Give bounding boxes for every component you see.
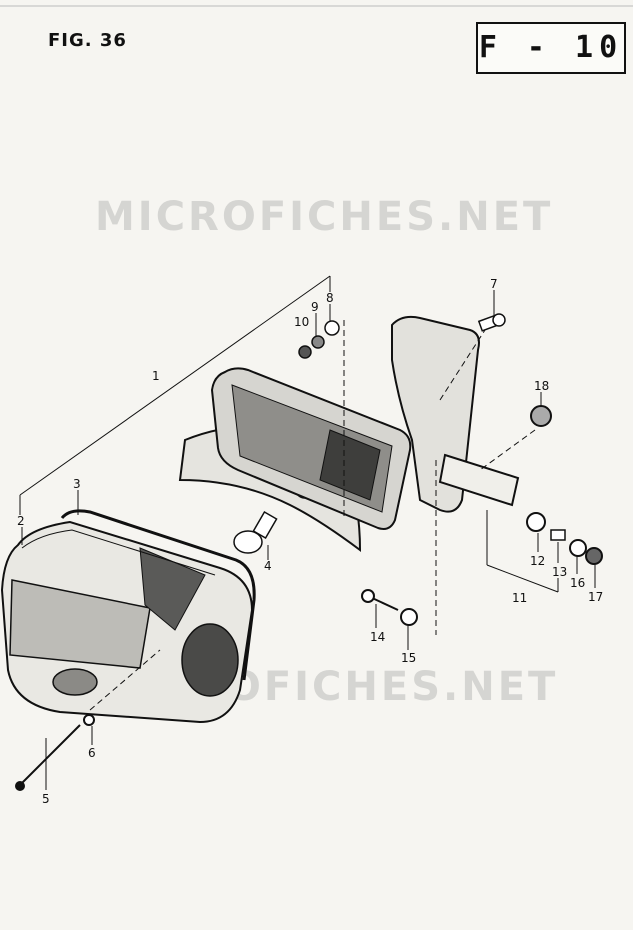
lamp-housing-base: [210, 367, 412, 530]
washer-part-15: [400, 608, 418, 626]
nut-part-10: [298, 345, 312, 359]
callout-7: 7: [490, 277, 498, 291]
callout-9: 9: [311, 300, 319, 314]
callout-6: 6: [88, 746, 96, 760]
callout-numbers: 1 2 3 4 5 6 7 8 9 10 11 12 13 14 15 16 1…: [17, 277, 603, 806]
callout-12: 12: [530, 554, 545, 568]
grommet-part-18: [530, 405, 552, 427]
callout-3: 3: [73, 477, 81, 491]
callout-15: 15: [401, 651, 416, 665]
washer-part-16: [569, 539, 587, 557]
bracket-part-1: [19, 275, 331, 515]
nut-part-17: [585, 547, 603, 565]
bolt-part-14: [361, 589, 399, 611]
bulb-part-4: [233, 510, 278, 554]
callout-1: 1: [152, 369, 160, 383]
callout-4: 4: [264, 559, 272, 573]
callout-18: 18: [534, 379, 549, 393]
bolt-part-7: [477, 313, 506, 332]
spacer-part-12: [526, 512, 546, 532]
callout-5: 5: [42, 792, 50, 806]
figure-label: FIG. 36: [48, 30, 127, 51]
section-code-box: F - 10: [476, 22, 626, 74]
rear-mounting-bracket: [391, 315, 520, 513]
leader-lines: [21, 290, 596, 790]
section-code: F - 10: [478, 30, 624, 65]
watermark-top: MICROFICHES.NET: [95, 194, 554, 240]
washer-part-9: [311, 335, 325, 349]
callout-10: 10: [294, 315, 309, 329]
callout-16: 16: [570, 576, 585, 590]
callout-17: 17: [588, 590, 603, 604]
callout-8: 8: [326, 291, 334, 305]
tail-lamp-lens: [0, 520, 254, 724]
collar-part-13: [550, 529, 566, 541]
callout-13: 13: [552, 565, 567, 579]
screw-part-5: [15, 724, 81, 791]
callout-14: 14: [370, 630, 385, 644]
lens-gasket: [60, 509, 256, 681]
alignment-lines: [89, 320, 536, 711]
callout-2: 2: [17, 514, 25, 528]
washer-part-6: [83, 714, 95, 726]
bracket-part-11: [486, 510, 559, 593]
washer-part-8: [324, 320, 340, 336]
callout-11: 11: [512, 591, 527, 605]
